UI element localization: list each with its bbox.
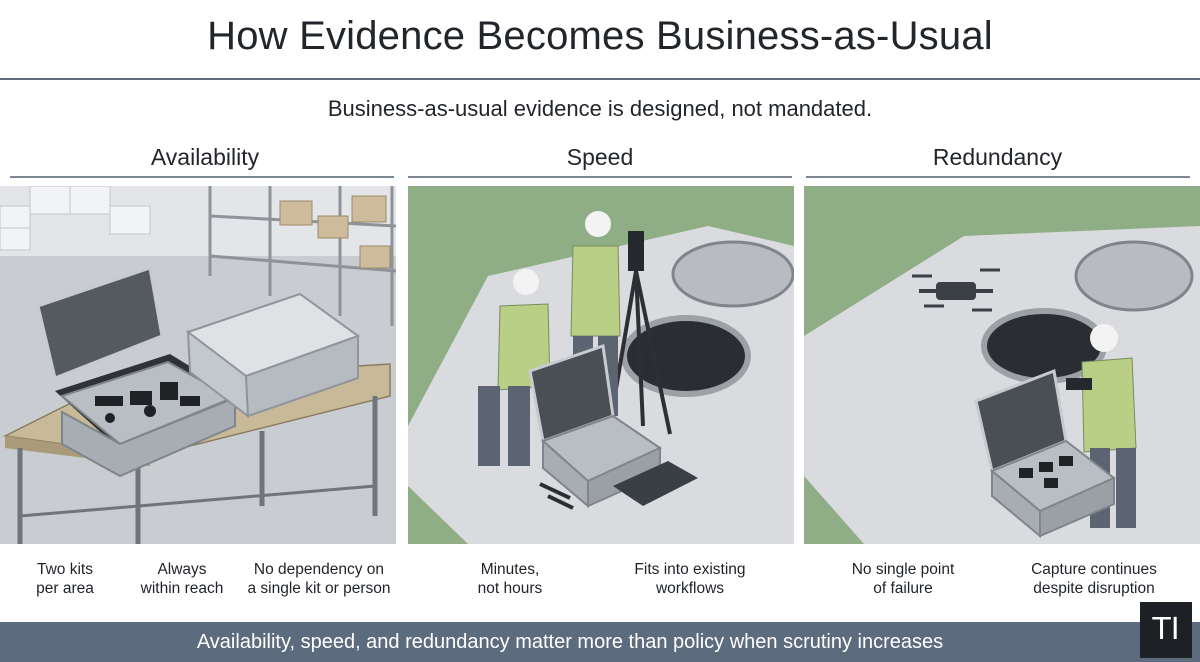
- redundancy-illustration: [804, 186, 1200, 544]
- column-divider-speed: [408, 176, 792, 178]
- column-heading-redundancy: Redundancy: [932, 144, 1063, 170]
- page-subtitle: Business-as-usual evidence is designed, …: [327, 96, 873, 121]
- availability-illustration: [0, 186, 396, 544]
- column-heading-availability: Availability: [150, 144, 260, 170]
- column-divider-availability: [10, 176, 394, 178]
- speed-illustration: [408, 186, 794, 544]
- column-divider-redundancy: [806, 176, 1190, 178]
- footer-text: Availability, speed, and redundancy matt…: [196, 631, 944, 653]
- page-title: How Evidence Becomes Business-as-Usual: [207, 14, 993, 58]
- footer-banner: Availability, speed, and redundancy matt…: [0, 622, 1200, 662]
- caption-minutes-not-hours: Minutes,not hours: [477, 561, 543, 597]
- column-heading-speed: Speed: [566, 144, 634, 170]
- ti-logo: TI: [1140, 602, 1192, 658]
- title-divider: [0, 78, 1200, 80]
